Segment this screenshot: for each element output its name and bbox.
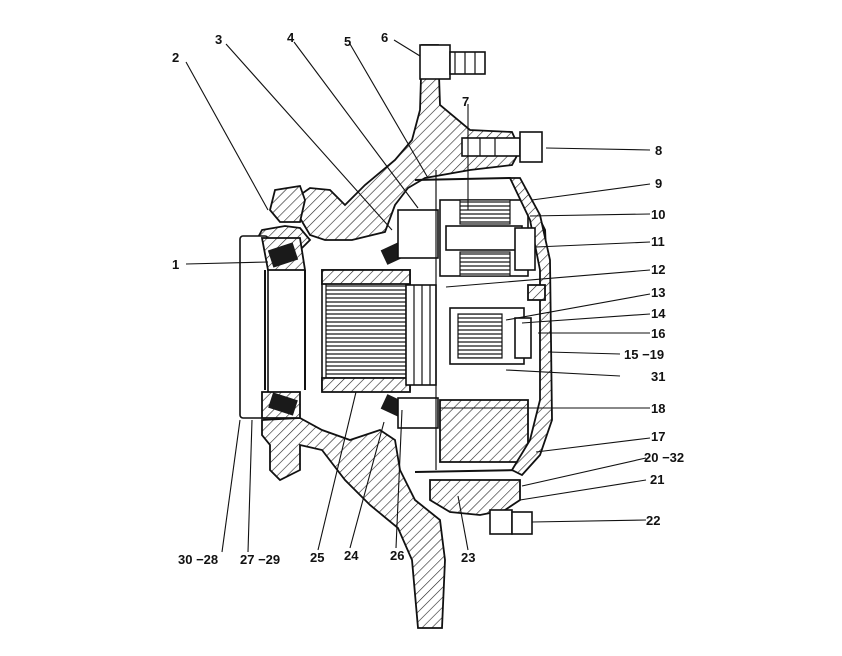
leader-lines (185, 39, 651, 553)
callout-6: 6 (381, 30, 388, 45)
callout-27-29: 27 −29 (240, 552, 280, 567)
callout-15-19: 15 −19 (624, 347, 664, 362)
callout-21: 21 (650, 472, 664, 487)
callout-5: 5 (344, 34, 351, 49)
callout-9: 9 (655, 176, 662, 191)
callout-labels: 1 2 3 4 5 6 7 8 9 10 11 12 13 14 16 15 −… (172, 30, 684, 567)
callout-25: 25 (310, 550, 324, 565)
callout-2: 2 (172, 50, 179, 65)
callout-23: 23 (461, 550, 475, 565)
wheel-stud (419, 44, 486, 80)
callout-31: 31 (651, 369, 665, 384)
drawing (239, 44, 553, 629)
callout-7: 7 (462, 94, 469, 109)
planet-gear-assembly (405, 170, 529, 470)
spindle-splined-shaft (321, 269, 411, 393)
callout-1: 1 (172, 257, 179, 272)
callout-20-32: 20 −32 (644, 450, 684, 465)
callout-26: 26 (390, 548, 404, 563)
callout-13: 13 (651, 285, 665, 300)
callout-11: 11 (651, 234, 665, 249)
inner-bearing (380, 209, 439, 429)
callout-3: 3 (215, 32, 222, 47)
callout-12: 12 (651, 262, 665, 277)
outer-bearing (239, 235, 307, 419)
callout-10: 10 (651, 207, 665, 222)
callout-17: 17 (651, 429, 665, 444)
callout-24: 24 (344, 548, 359, 563)
callout-16: 16 (651, 326, 665, 341)
callout-14: 14 (651, 306, 666, 321)
callout-8: 8 (655, 143, 662, 158)
callout-4: 4 (287, 30, 295, 45)
cover-bolt (461, 131, 543, 163)
callout-22: 22 (646, 513, 660, 528)
callout-18: 18 (651, 401, 665, 416)
callout-30-28: 30 −28 (178, 552, 218, 567)
bottom-bolt (489, 509, 533, 535)
ring-gear-carrier (414, 176, 553, 477)
